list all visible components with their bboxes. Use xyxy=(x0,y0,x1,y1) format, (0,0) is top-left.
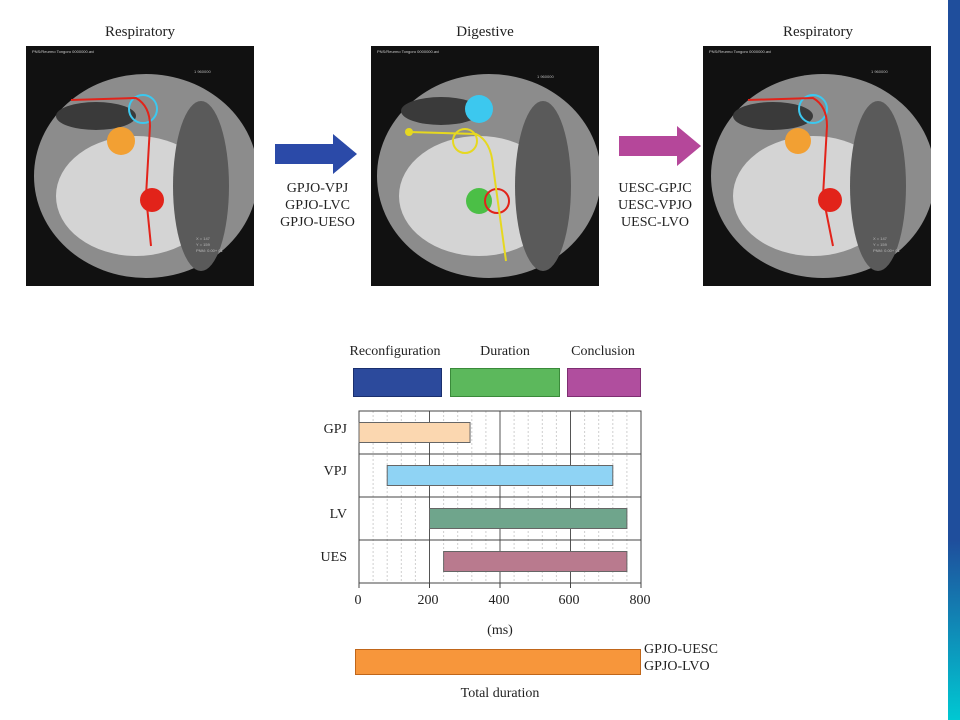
xray-image-respiratory-2: PNS/Reurmo Tongoro 0000000.avi 1 960000 … xyxy=(703,46,931,286)
x-tick-800: 800 xyxy=(629,593,651,608)
arrow-right-icon xyxy=(275,134,357,174)
x-tick-600: 600 xyxy=(558,593,580,608)
transition-1-line-1: GPJO-VPJ xyxy=(286,181,349,196)
red-airflow-path xyxy=(70,96,152,247)
panel-title-digestive: Digestive xyxy=(456,24,514,40)
red-airflow-path xyxy=(747,96,834,247)
transition-1-line-2: GPJO-LVC xyxy=(285,198,350,213)
cyan-ring-marker xyxy=(798,94,828,124)
phase-swatch-duration xyxy=(450,368,560,397)
timing-chart xyxy=(358,410,642,588)
bar-vpj xyxy=(386,465,614,486)
row-label-lv: LV xyxy=(329,507,347,522)
green-dot-marker xyxy=(466,188,492,214)
phase-swatch-reconfiguration xyxy=(353,368,442,397)
x-tick-200: 200 xyxy=(417,593,439,608)
arrow-right-icon xyxy=(619,126,701,166)
bar-gpj xyxy=(358,422,471,443)
yellow-ring-marker xyxy=(452,128,478,154)
transition-2-line-1: UESC-GPJC xyxy=(618,181,692,196)
total-right-line-1: GPJO-UESC xyxy=(644,642,718,657)
transition-2-line-3: UESC-LVO xyxy=(621,215,689,230)
transition-1-line-3: GPJO-UESO xyxy=(280,215,355,230)
total-right-labels: GPJO-UESC GPJO-LVO xyxy=(644,641,740,675)
phase-label-conclusion: Conclusion xyxy=(571,344,635,359)
cyan-ring-marker xyxy=(128,94,158,124)
slide-edge-bar xyxy=(948,0,960,720)
phase-swatch-conclusion xyxy=(567,368,641,397)
cyan-dot-marker xyxy=(465,95,493,123)
panel-title-respiratory-1: Respiratory xyxy=(105,24,175,40)
yellow-bolus-path xyxy=(408,131,507,262)
row-label-vpj: VPJ xyxy=(323,464,347,479)
transition-2-labels: UESC-GPJC UESC-VPJO UESC-LVO xyxy=(600,180,710,231)
xray-image-digestive: PNS/Reurmo Tongoro 0000000.avi 1 960000 xyxy=(371,46,599,286)
red-dot-marker xyxy=(818,188,842,212)
orange-dot-marker xyxy=(107,127,135,155)
panel-title-respiratory-2: Respiratory xyxy=(783,24,853,40)
row-label-gpj: GPJ xyxy=(323,422,347,437)
phase-label-reconfiguration: Reconfiguration xyxy=(349,344,441,359)
x-tick-400: 400 xyxy=(488,593,510,608)
orange-dot-marker xyxy=(785,128,811,154)
total-duration-label: Total duration xyxy=(460,686,540,701)
transition-2-line-2: UESC-VPJO xyxy=(618,198,692,213)
phase-label-duration: Duration xyxy=(480,344,530,359)
bar-lv xyxy=(429,508,628,529)
bar-ues xyxy=(443,551,628,572)
xray-image-respiratory-1: PNS/Reurmo Tongoro 0000000.avi 1 960000 … xyxy=(26,46,254,286)
x-tick-0: 0 xyxy=(354,593,362,608)
transition-1-labels: GPJO-VPJ GPJO-LVC GPJO-UESO xyxy=(260,180,375,231)
total-right-line-2: GPJO-LVO xyxy=(644,659,710,674)
red-dot-marker xyxy=(140,188,164,212)
x-axis-label: (ms) xyxy=(487,623,513,638)
total-duration-bar xyxy=(355,649,641,675)
row-label-ues: UES xyxy=(320,550,347,565)
